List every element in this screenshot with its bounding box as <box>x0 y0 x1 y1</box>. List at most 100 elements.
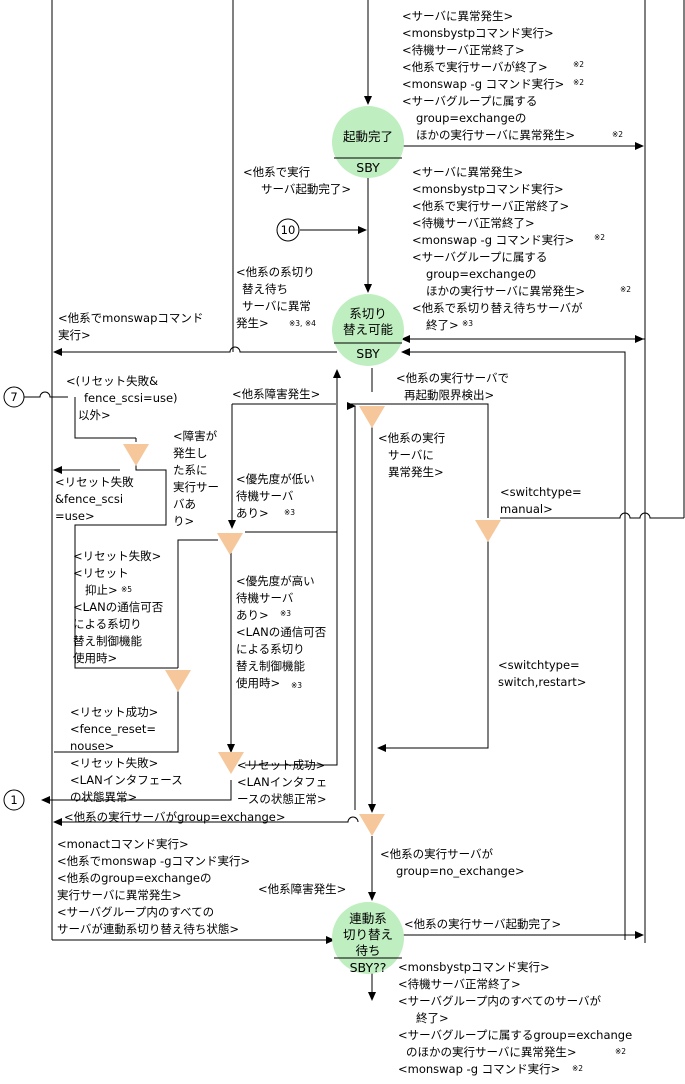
branch1-right <box>74 458 178 669</box>
label-high-priority-1: 待機サーバ <box>236 591 294 605</box>
label-low-priority-2: あり> <box>236 506 269 520</box>
label-bottom-left-4: <サーバグループ内のすべての <box>57 905 214 919</box>
note-3-c: ※3 <box>280 609 291 618</box>
state-switchable-name-1: 系切り <box>349 306 387 321</box>
connector-1 <box>3 789 25 811</box>
label-reset-fail-cond-0: <(リセット失敗& <box>66 374 158 388</box>
label-reset-success-nouse-5: の状態異常> <box>70 790 137 804</box>
label-reset-fail-cond-2: 以外> <box>78 408 111 422</box>
label-reset-fail-block-4: による系切り <box>73 617 142 631</box>
state-started-sub: SBY <box>356 160 380 175</box>
label-fault-server-5: り> <box>173 514 194 528</box>
branch-markers <box>123 406 501 836</box>
label-bottom-left-5: サーバが連動系切り替え待ち状態> <box>57 922 239 936</box>
note-5: ※5 <box>121 585 132 594</box>
label-other-wait-0: <他系の系切り <box>236 265 315 279</box>
label-switchtype-manual-0: <switchtype= <box>500 485 582 499</box>
label-reset-success-lan-1: <LANインタフェ <box>237 775 327 789</box>
label-reset-fail-scsi-0: <リセット失敗 <box>55 475 134 489</box>
state-switchable-name-2: 替え可能 <box>343 322 394 337</box>
note-3-d: ※3 <box>291 681 302 690</box>
state-switchable: 系切り 替え可能 SBY <box>332 294 404 366</box>
label-reset-fail-cond-1: fence_scsi=use) <box>84 391 178 405</box>
state-linked-name-3: 待ち <box>355 943 380 958</box>
label-high-priority-2: あり> <box>236 608 269 622</box>
note-2-b: ※2 <box>573 78 584 87</box>
label-bottom-right-3: 終了> <box>416 1011 449 1025</box>
note-34: ※3, ※4 <box>289 319 316 328</box>
label-other-exec-error-1: サーバに <box>388 448 434 462</box>
label-no-exchange-0: <他系の実行サーバが <box>380 847 494 861</box>
label-bottom-left-0: <monactコマンド実行> <box>57 837 189 851</box>
state-switchable-sub: SBY <box>356 346 380 361</box>
label-reset-fail-block-1: <リセット <box>73 566 129 580</box>
label-bottom-right-5: のほかの実行サーバに異常発生> <box>406 1045 577 1059</box>
label-reset-success-nouse-3: <リセット失敗> <box>70 756 158 770</box>
exchange-left <box>60 816 359 823</box>
label-reset-success-lan-2: ースの状態正常> <box>237 792 327 806</box>
label-other-fault-0: <他系障害発生> <box>232 387 320 401</box>
label-reset-success-nouse-0: <リセット成功> <box>70 705 158 719</box>
label-reset-success-nouse-1: <fence_reset= <box>70 722 156 736</box>
label-high-priority-3: <LANの通信可否 <box>236 625 327 639</box>
label-fault-server-3: 実行サー <box>173 480 219 494</box>
label-reset-fail-block-2: 抑止> <box>85 583 118 597</box>
label-bottom-left-1: <他系でmonswap -gコマンド実行> <box>57 854 250 868</box>
label-other-wait-2: サーバに異常 <box>242 299 311 313</box>
connector-1-label: 1 <box>10 793 17 807</box>
label-group-exchange-0: <他系の実行サーバがgroup=exchange> <box>64 810 286 824</box>
branch-triangle-4 <box>165 670 191 692</box>
note-3-a: ※3 <box>462 319 473 328</box>
reset-branch-down <box>54 690 179 753</box>
label-other-started-1: サーバ起動完了> <box>261 182 351 196</box>
loop-to-switchable <box>401 348 626 940</box>
high-branch-right <box>245 532 338 766</box>
label-switchtype-manual-1: manual> <box>500 502 553 516</box>
label-bottom-right-2: <サーバグループ内のすべてのサーバが <box>398 994 601 1008</box>
label-top-right-1: <monsbystpコマンド実行> <box>402 26 554 40</box>
label-reset-fail-scsi-1: &fence_scsi <box>55 492 123 506</box>
label-mid-right-5: <サーバグループに属する <box>412 250 547 264</box>
low-to-left <box>177 539 218 668</box>
label-bottom-left-2: <他系のgroup=exchangeの <box>57 871 211 885</box>
label-bottom-right-1: <待機サーバ正常終了> <box>398 977 521 991</box>
label-mid-right-3: <待機サーバ正常終了> <box>412 216 535 230</box>
label-mid-right-0: <サーバに異常発生> <box>412 165 523 179</box>
switch-to-main <box>377 540 489 752</box>
branch-triangle-2 <box>475 520 501 542</box>
note-2-d: ※2 <box>594 233 605 242</box>
label-bottom-right-4: <サーバグループに属するgroup=exchange <box>398 1028 632 1042</box>
branch-triangle-1 <box>359 406 385 428</box>
left-exit-line <box>60 346 337 353</box>
label-mid-right-9: 終了> <box>426 318 459 332</box>
label-reset-success-lan-0: <リセット成功> <box>237 758 325 772</box>
label-other-wait-3: 発生> <box>236 316 269 330</box>
reset-cond-box <box>74 397 136 439</box>
connector-7 <box>3 386 25 408</box>
label-reset-fail-block-5: 替え制御機能 <box>73 634 142 648</box>
branch-triangle-5 <box>218 752 244 774</box>
label-mid-right-8: <他系で系切り替え待ちサーバが <box>412 301 583 315</box>
note-2-f: ※2 <box>615 1047 626 1056</box>
label-low-priority-1: 待機サーバ <box>236 489 294 503</box>
label-fault-server-0: <障害が <box>173 429 218 443</box>
label-top-right-3: <他系で実行サーバが終了> <box>402 60 548 74</box>
label-reset-fail-block-3: <LANの通信可否 <box>73 600 164 614</box>
connector-10-label: 10 <box>281 223 296 237</box>
c7-line <box>22 391 68 398</box>
label-no-exchange-1: group=no_exchange> <box>396 864 525 878</box>
label-other-wait-1: 替え待ち <box>242 282 288 296</box>
branch-triangle-3 <box>217 533 243 555</box>
state-linked-circle <box>332 902 404 974</box>
label-other-exec-started-0: <他系の実行サーバ起動完了> <box>404 917 561 931</box>
note-2-e: ※2 <box>620 285 631 294</box>
label-top-right-4: <monswap -g コマンド実行> <box>402 77 564 91</box>
label-bottom-left-3: 実行サーバに異常発生> <box>57 888 182 902</box>
label-other-exec-error-0: <他系の実行 <box>378 431 445 445</box>
label-other-exec-error-2: 異常発生> <box>388 465 444 479</box>
label-high-priority-5: 替え制御機能 <box>236 659 305 673</box>
state-started: 起動完了 SBY <box>332 106 404 178</box>
note-2-a: ※2 <box>573 60 584 69</box>
label-top-right-0: <サーバに異常発生> <box>402 9 513 23</box>
